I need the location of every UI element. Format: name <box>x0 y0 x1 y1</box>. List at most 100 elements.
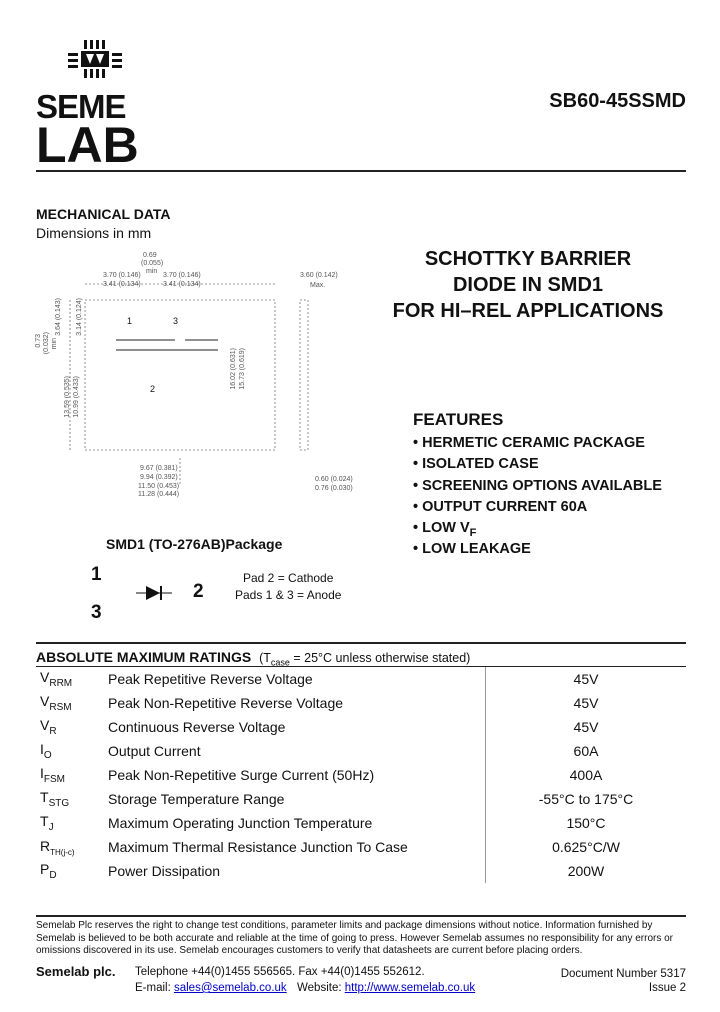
symbol-cell: IFSM <box>36 763 108 787</box>
dim-label: min <box>146 268 158 275</box>
logo-bottom-text: LAB <box>36 117 139 173</box>
dim-label: 3.60 (0.142) <box>300 272 338 279</box>
symbol: V <box>40 693 50 710</box>
value-cell: 45V <box>573 695 599 711</box>
pad-note-anode: Pads 1 & 3 = Anode <box>235 588 342 602</box>
feature-item: ISOLATED CASE <box>413 454 693 475</box>
logo-top-text: SEME <box>36 88 127 125</box>
dim-label: 3.64 (0.143) <box>55 298 62 336</box>
pad-2-label: 2 <box>150 384 156 394</box>
dim-label: 3.70 (0.146) <box>103 272 141 279</box>
symbol-cell: VR <box>36 715 108 739</box>
table-row: RTH(j-c)Maximum Thermal Resistance Junct… <box>36 835 686 859</box>
dim-label: 16.02 (0.631) <box>230 348 237 390</box>
website-label: Website: <box>297 982 342 994</box>
ratings-heading-row: ABSOLUTE MAXIMUM RATINGS (Tcase = 25°C u… <box>36 649 470 668</box>
title-line: FOR HI–REL APPLICATIONS <box>392 300 664 322</box>
dim-label: (0.032) <box>43 332 50 355</box>
symbol-cell: RTH(j-c) <box>36 835 108 859</box>
symbol-subscript: D <box>49 869 57 881</box>
parameter-cell: Storage Temperature Range <box>108 787 486 811</box>
symbol-subscript: O <box>43 749 52 761</box>
dim-label: (0.055) <box>141 260 164 267</box>
feature-subscript: F <box>469 527 477 540</box>
symbol-cell: VRRM <box>36 667 108 691</box>
symbol-subscript: J <box>48 821 54 833</box>
dim-label: 10.99 (0.433) <box>73 376 80 418</box>
email-link[interactable]: sales@semelab.co.uk <box>173 982 287 994</box>
logo-mark-icon <box>68 40 122 78</box>
table-row: VRSM Peak Non-Repetitive Reverse Voltage 4… <box>36 691 686 715</box>
feature-item: LOW VF <box>413 518 693 539</box>
symbol-subscript: FSM <box>43 773 65 785</box>
symbol: V <box>40 717 50 734</box>
pad-1-label: 1 <box>127 316 133 326</box>
symbol: T <box>40 789 49 806</box>
dim-label: 15.73 (0.619) <box>239 348 246 390</box>
symbol-subscript: RRM <box>49 677 73 689</box>
mechanical-drawing: 1 3 2 0.69 (0.055) min 3.70 (0.146) 3.41… <box>30 248 370 498</box>
ratings-table-top-rule <box>36 666 686 667</box>
footer-divider <box>36 915 686 917</box>
ratings-condition-suffix: = 25°C unless otherwise stated) <box>289 651 471 665</box>
symbol: I <box>40 741 44 758</box>
email-label: E-mail: <box>135 982 171 994</box>
value-cell: 0.625°C/W <box>552 839 620 855</box>
title-line: SCHOTTKY BARRIER <box>424 248 632 270</box>
symbol-cell: TSTG <box>36 787 108 811</box>
symbol-cell: TJ <box>36 811 108 835</box>
ratings-heading: ABSOLUTE MAXIMUM RATINGS <box>36 649 252 665</box>
value-cell: 60A <box>573 743 599 759</box>
value-cell: 400A <box>569 767 603 783</box>
semelab-logo: SEME LAB <box>36 38 160 173</box>
symbol-cell: IO <box>36 739 108 763</box>
dim-label: 0.69 <box>143 252 157 259</box>
dim-label: 0.76 (0.030) <box>315 485 353 492</box>
company-name: Semelab plc. <box>36 964 116 979</box>
symbol-subscript: RSM <box>49 701 72 713</box>
value-cell: 45V <box>573 671 599 687</box>
website-row: Website: http://www.semelab.co.uk <box>297 982 475 994</box>
parameter-cell: Maximum Thermal Resistance Junction To C… <box>108 835 486 859</box>
header-divider <box>36 170 686 172</box>
symbol: R <box>40 837 51 854</box>
ratings-condition-sub: case <box>270 657 290 668</box>
pad-note-cathode: Pad 2 = Cathode <box>243 571 334 585</box>
feature-item: OUTPUT CURRENT 60A <box>413 497 693 518</box>
feature-item: LOW LEAKAGE <box>413 539 693 560</box>
symbol-subscript: STG <box>48 797 70 809</box>
symbol-subscript: TH(j-c) <box>50 847 75 857</box>
features-heading: FEATURES <box>413 410 504 429</box>
symbol: T <box>40 813 49 830</box>
value-cell: 150°C <box>566 815 606 831</box>
ratings-condition-prefix: (T <box>259 651 271 665</box>
dim-label: 9.94 (0.392) <box>140 474 178 481</box>
parameter-cell: Power Dissipation <box>108 859 486 883</box>
website-link[interactable]: http://www.semelab.co.uk <box>344 982 476 994</box>
pin-2-label: 2 <box>193 581 204 602</box>
pin-1-label: 1 <box>91 564 102 585</box>
diode-symbol-icon <box>136 586 172 600</box>
parameter-cell: Peak Repetitive Reverse Voltage <box>108 667 486 691</box>
parameter-cell: Output Current <box>108 739 486 763</box>
parameter-cell: Maximum Operating Junction Temperature <box>108 811 486 835</box>
telephone-fax: Telephone +44(0)1455 556565. Fax +44(0)1… <box>135 966 425 978</box>
features-section: FEATURES HERMETIC CERAMIC PACKAGE ISOLAT… <box>413 410 693 561</box>
value-cell: 45V <box>573 719 599 735</box>
parameter-cell: Peak Non-Repetitive Reverse Voltage <box>108 691 486 715</box>
symbol: P <box>40 861 50 878</box>
document-number: Document Number 5317 <box>560 968 686 980</box>
dim-label: 0.73 <box>35 334 42 348</box>
dim-label: 3.41 (0.134) <box>163 281 201 288</box>
parameter-cell: Continuous Reverse Voltage <box>108 715 486 739</box>
dim-label: 9.67 (0.381) <box>140 465 178 472</box>
value-cell: -55°C to 175°C <box>538 791 634 807</box>
